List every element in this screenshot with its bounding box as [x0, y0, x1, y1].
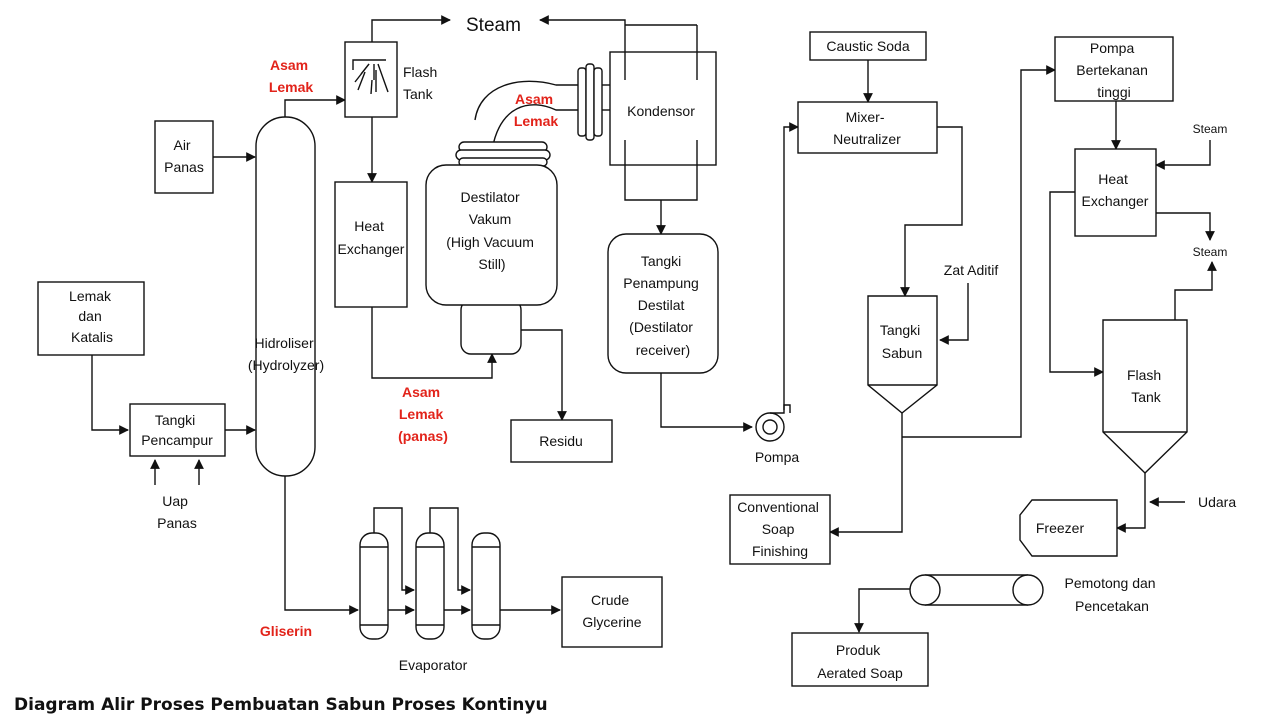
- zat-aditif-label: Zat Aditif: [944, 262, 999, 278]
- flash-tank-top-label: Flash Tank: [403, 64, 441, 102]
- mixer-neutralizer-label: Mixer- Neutralizer: [833, 109, 901, 147]
- crude-glycerine-box: [561, 576, 663, 648]
- pompa-bertekanan-box: [1054, 36, 1174, 102]
- asam-lemak-label-2: Asam Lemak: [514, 91, 559, 129]
- conventional-soap-label: Conventional Soap Finishing: [737, 499, 823, 559]
- tangki-sabun-label: Tangki Sabun: [880, 322, 924, 361]
- flash-tank-right-label: Flash Tank: [1127, 367, 1165, 405]
- pompa-label: Pompa: [755, 449, 800, 465]
- crude-glycerine-label: Crude Glycerine: [582, 592, 641, 630]
- hidroliser-label: Hidroliser (Hydrolyzer): [248, 335, 324, 373]
- produk-aerated-soap-box: [791, 632, 929, 687]
- kondensor: [609, 51, 717, 166]
- pemotong-label: Pemotong dan Pencetakan: [1065, 575, 1160, 614]
- hidroliser-column: [255, 116, 316, 477]
- flash-tank-right: [1102, 319, 1188, 474]
- lemak-katalis-box: [37, 281, 145, 356]
- flow-lines: [91, 15, 1217, 633]
- diagram-title: Diagram Alir Proses Pembuatan Sabun Pros…: [14, 695, 548, 715]
- asam-lemak-panas-label: Asam Lemak (panas): [398, 384, 448, 444]
- udara-label: Udara: [1198, 494, 1236, 510]
- steam-right-label-2: Steam: [1193, 245, 1228, 259]
- freezer-label: Freezer: [1036, 520, 1085, 536]
- asam-lemak-label-1: Asam Lemak: [269, 57, 314, 95]
- residu-box: [510, 419, 613, 463]
- heat-exchanger-left-box: [334, 181, 408, 308]
- conventional-soap-box: [729, 494, 831, 565]
- destilator-vakum: [425, 80, 578, 355]
- conveyor-icon: [909, 574, 1044, 606]
- tangki-penampung-label: Tangki Penampung Destilat (Destilator re…: [623, 253, 702, 358]
- air-panas-label: Air Panas: [164, 137, 204, 175]
- pompa-icon: [755, 404, 791, 442]
- tangki-sabun: [867, 295, 938, 414]
- caustic-soda-box: [809, 31, 927, 61]
- heat-exchanger-right-box: [1074, 148, 1157, 237]
- uap-panas-label: Uap Panas: [157, 493, 197, 531]
- steam-right-label-1: Steam: [1193, 122, 1228, 136]
- kondensor-coupling: [577, 63, 610, 141]
- caustic-soda-label: Caustic Soda: [826, 38, 909, 54]
- flash-tank-top: [344, 41, 398, 118]
- freezer-box: [1019, 499, 1118, 557]
- tangki-penampung-box: [607, 233, 719, 374]
- steam-top-label: Steam: [466, 15, 521, 36]
- residu-label: Residu: [539, 433, 583, 449]
- lemak-katalis-label: Lemak dan Katalis: [69, 288, 115, 345]
- kondensor-label: Kondensor: [627, 103, 695, 119]
- heat-exchanger-left-label: Heat Exchanger: [338, 218, 405, 257]
- tangki-pencampur-label: Tangki Pencampur: [141, 412, 213, 448]
- destilator-label: Destilator Vakum (High Vacuum Still): [446, 189, 538, 272]
- evaporator: [359, 532, 501, 640]
- gliserin-label: Gliserin: [260, 623, 312, 639]
- evaporator-label: Evaporator: [399, 657, 468, 673]
- tangki-pencampur-box: [129, 403, 226, 457]
- mixer-neutralizer-box: [797, 101, 938, 154]
- produk-aerated-soap-label: Produk Aerated Soap: [817, 642, 903, 681]
- air-panas-box: [154, 120, 214, 194]
- heat-exchanger-right-label: Heat Exchanger: [1082, 171, 1149, 209]
- pompa-bertekanan-label: Pompa Bertekanan tinggi: [1076, 40, 1152, 100]
